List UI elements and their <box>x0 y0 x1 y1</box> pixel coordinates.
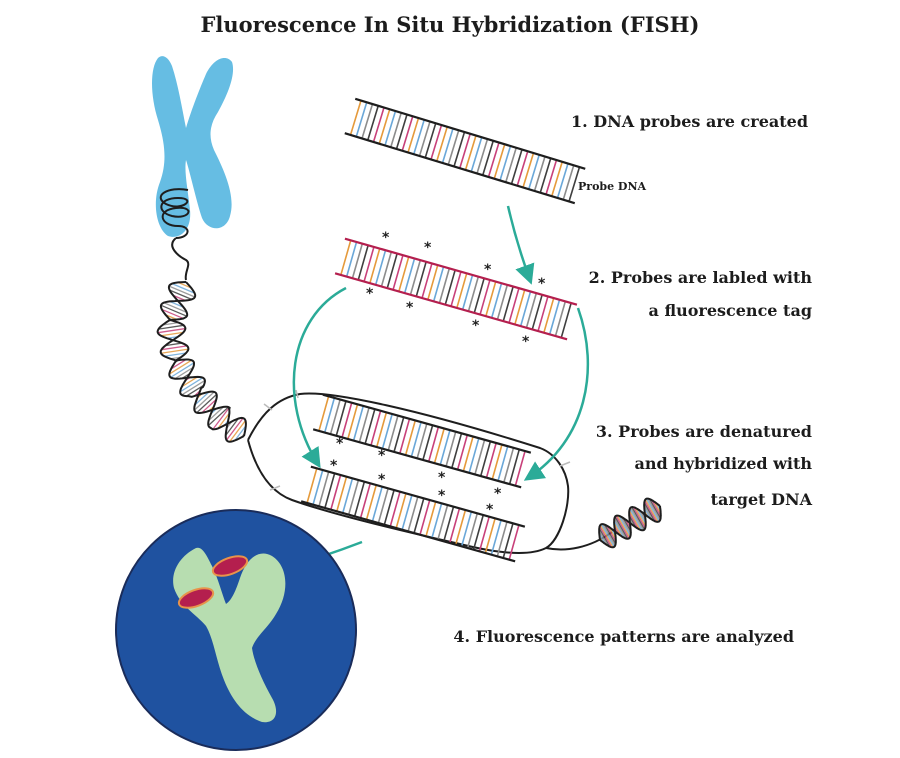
probe-strand-icon <box>344 97 586 205</box>
arrow-icon <box>506 205 535 285</box>
fluorescent-tag-icon: * <box>382 230 390 246</box>
step-3-line-2: and hybridized with <box>634 454 812 473</box>
fluorescent-tag-icon: * <box>424 240 432 256</box>
fluorescent-tag-icon: * <box>438 470 446 486</box>
fluorescent-tag-icon: * <box>336 436 344 452</box>
arrow-icon <box>292 286 347 469</box>
chromatin-coil-icon <box>159 188 190 281</box>
step-3-line-1: 3. Probes are denatured <box>596 422 812 441</box>
fluorescent-tag-icon: * <box>522 334 530 350</box>
fluorescent-signal-icon <box>177 587 215 609</box>
fluorescent-tags: * * * * * * * * * * * * * * * * <box>330 230 546 518</box>
probe-strand-icon <box>300 465 526 563</box>
chromosome-icon <box>152 56 234 237</box>
arrow-icon <box>523 307 590 481</box>
fluorescent-signal-icon <box>211 555 249 577</box>
fluorescent-tag-icon: * <box>366 286 374 302</box>
step-labels: 1. DNA probes are created Probe DNA 2. P… <box>453 112 812 646</box>
fluorescent-tag-icon: * <box>484 262 492 278</box>
dna-helix-icon <box>156 281 247 443</box>
step-2-line-2: a fluorescence tag <box>649 301 812 320</box>
fluorescent-tag-icon: * <box>330 458 338 474</box>
dna-loop-icon <box>247 389 613 554</box>
fluorescent-tag-icon: * <box>378 472 386 488</box>
probe-strand-icon <box>312 393 532 489</box>
fluorescent-tag-icon: * <box>538 276 546 292</box>
step-3-line-3: target DNA <box>711 490 813 509</box>
step-1-line-1: 1. DNA probes are created <box>571 112 808 131</box>
fluorescent-tag-icon: * <box>494 486 502 502</box>
fluorescent-tag-icon: * <box>378 448 386 464</box>
diagram-title: Fluorescence In Situ Hybridization (FISH… <box>201 12 700 37</box>
probe-dna-label: Probe DNA <box>578 180 647 193</box>
fluorescent-tag-icon: * <box>486 502 494 518</box>
nucleus-icon <box>115 509 357 751</box>
dna-helix-icon <box>598 497 662 549</box>
probe-strand-icon <box>334 237 578 341</box>
process-arrows <box>273 205 590 576</box>
fluorescent-tag-icon: * <box>472 318 480 334</box>
fluorescent-tag-icon: * <box>438 488 446 504</box>
step-2-line-1: 2. Probes are labled with <box>589 268 813 287</box>
fluorescent-tag-icon: * <box>406 300 414 316</box>
step-4-line-1: 4. Fluorescence patterns are analyzed <box>453 627 794 646</box>
